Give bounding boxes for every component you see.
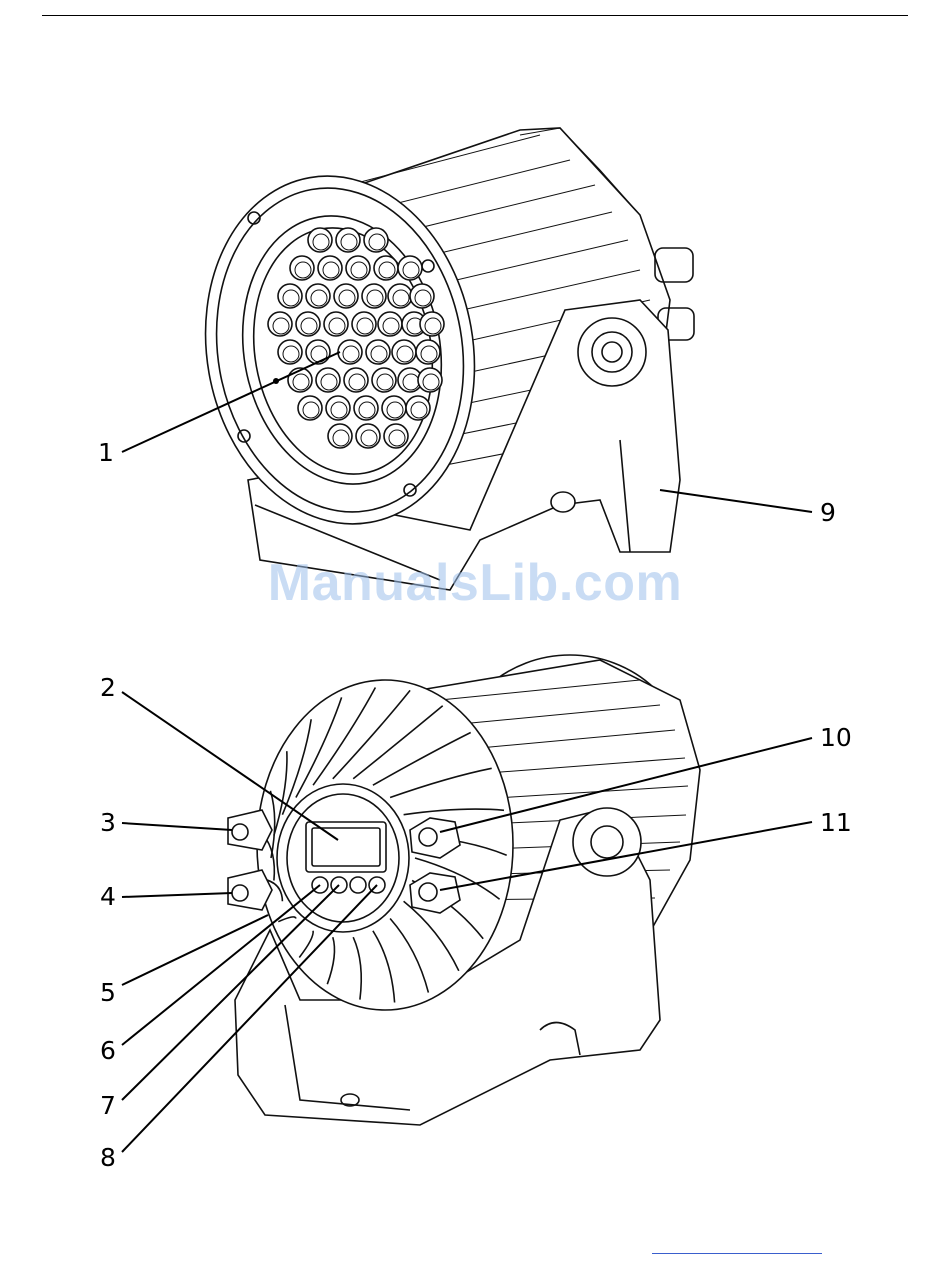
leader-1 bbox=[122, 352, 340, 452]
leader-10 bbox=[440, 738, 812, 832]
footer-link-rule[interactable] bbox=[652, 1253, 822, 1254]
leader-11 bbox=[440, 822, 812, 890]
callout-1: 1 bbox=[98, 440, 114, 465]
leader-6 bbox=[122, 885, 320, 1045]
callout-3: 3 bbox=[100, 810, 116, 835]
callout-5: 5 bbox=[100, 980, 116, 1005]
callout-7: 7 bbox=[100, 1093, 116, 1118]
callout-8: 8 bbox=[100, 1145, 116, 1170]
callout-9: 9 bbox=[820, 500, 836, 525]
callout-6: 6 bbox=[100, 1038, 116, 1063]
watermark: ManualsLib.com bbox=[0, 553, 950, 613]
leader-1-dot bbox=[273, 378, 279, 384]
leader-2 bbox=[122, 692, 338, 840]
leader-4 bbox=[122, 893, 232, 897]
leader-5 bbox=[122, 915, 268, 985]
leader-9 bbox=[660, 490, 812, 512]
leader-7 bbox=[122, 885, 339, 1100]
leader-8 bbox=[122, 885, 377, 1152]
callout-11: 11 bbox=[820, 810, 852, 835]
callout-4: 4 bbox=[100, 884, 116, 909]
callout-10: 10 bbox=[820, 725, 852, 750]
callout-2: 2 bbox=[100, 675, 116, 700]
leader-3 bbox=[122, 823, 232, 830]
